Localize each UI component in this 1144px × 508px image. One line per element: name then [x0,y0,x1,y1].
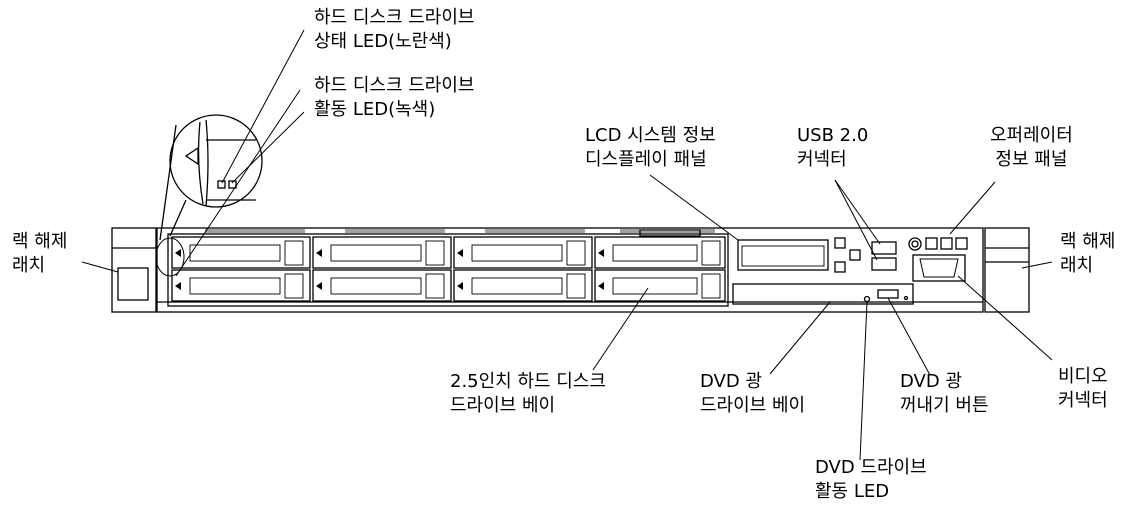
label-usb: USB 2.0 커넥터 [797,125,869,170]
operator-button-2 [940,237,953,250]
zoom-inset [169,114,263,208]
top-vents [205,229,715,233]
chassis [156,227,984,313]
label-hdd-activity-led: 하드 디스크 드라이브 활동 LED(녹색) [314,75,475,120]
chassis-bezel [167,233,729,307]
lcd-panel [737,239,829,271]
label-dvd-led: DVD 드라이브 활동 LED [815,457,927,502]
dvd-activity-led [863,295,871,303]
power-button [908,237,922,251]
label-dvd-bay: DVD 광 드라이브 베이 [700,371,806,416]
dvd-eject-button [877,289,899,299]
top-handle [639,229,701,237]
operator-button-3 [955,237,968,250]
operator-button-1 [925,237,938,250]
right-rack-latch [984,227,1030,313]
label-lcd-panel: LCD 시스템 정보 디스플레이 패널 [585,125,716,170]
usb-port-1 [871,241,897,255]
label-operator-panel: 오퍼레이터 정보 패널 [990,125,1073,170]
label-video: 비디오 커넥터 [1058,366,1108,411]
dvd-drive [732,283,914,305]
drive-bays [171,236,726,302]
video-connector [912,254,966,282]
usb-port-2 [871,257,897,271]
label-hdd-status-led: 하드 디스크 드라이브 상태 LED(노란색) [314,7,475,52]
label-dvd-eject: DVD 광 꺼내기 버튼 [900,371,989,416]
label-rack-latch-left: 랙 해제 래치 [12,231,68,276]
label-rack-latch-right: 랙 해제 래치 [1060,231,1116,276]
leader-lines [81,29,1053,461]
label-hdd-bays: 2.5인치 하드 디스크 드라이브 베이 [450,371,606,416]
